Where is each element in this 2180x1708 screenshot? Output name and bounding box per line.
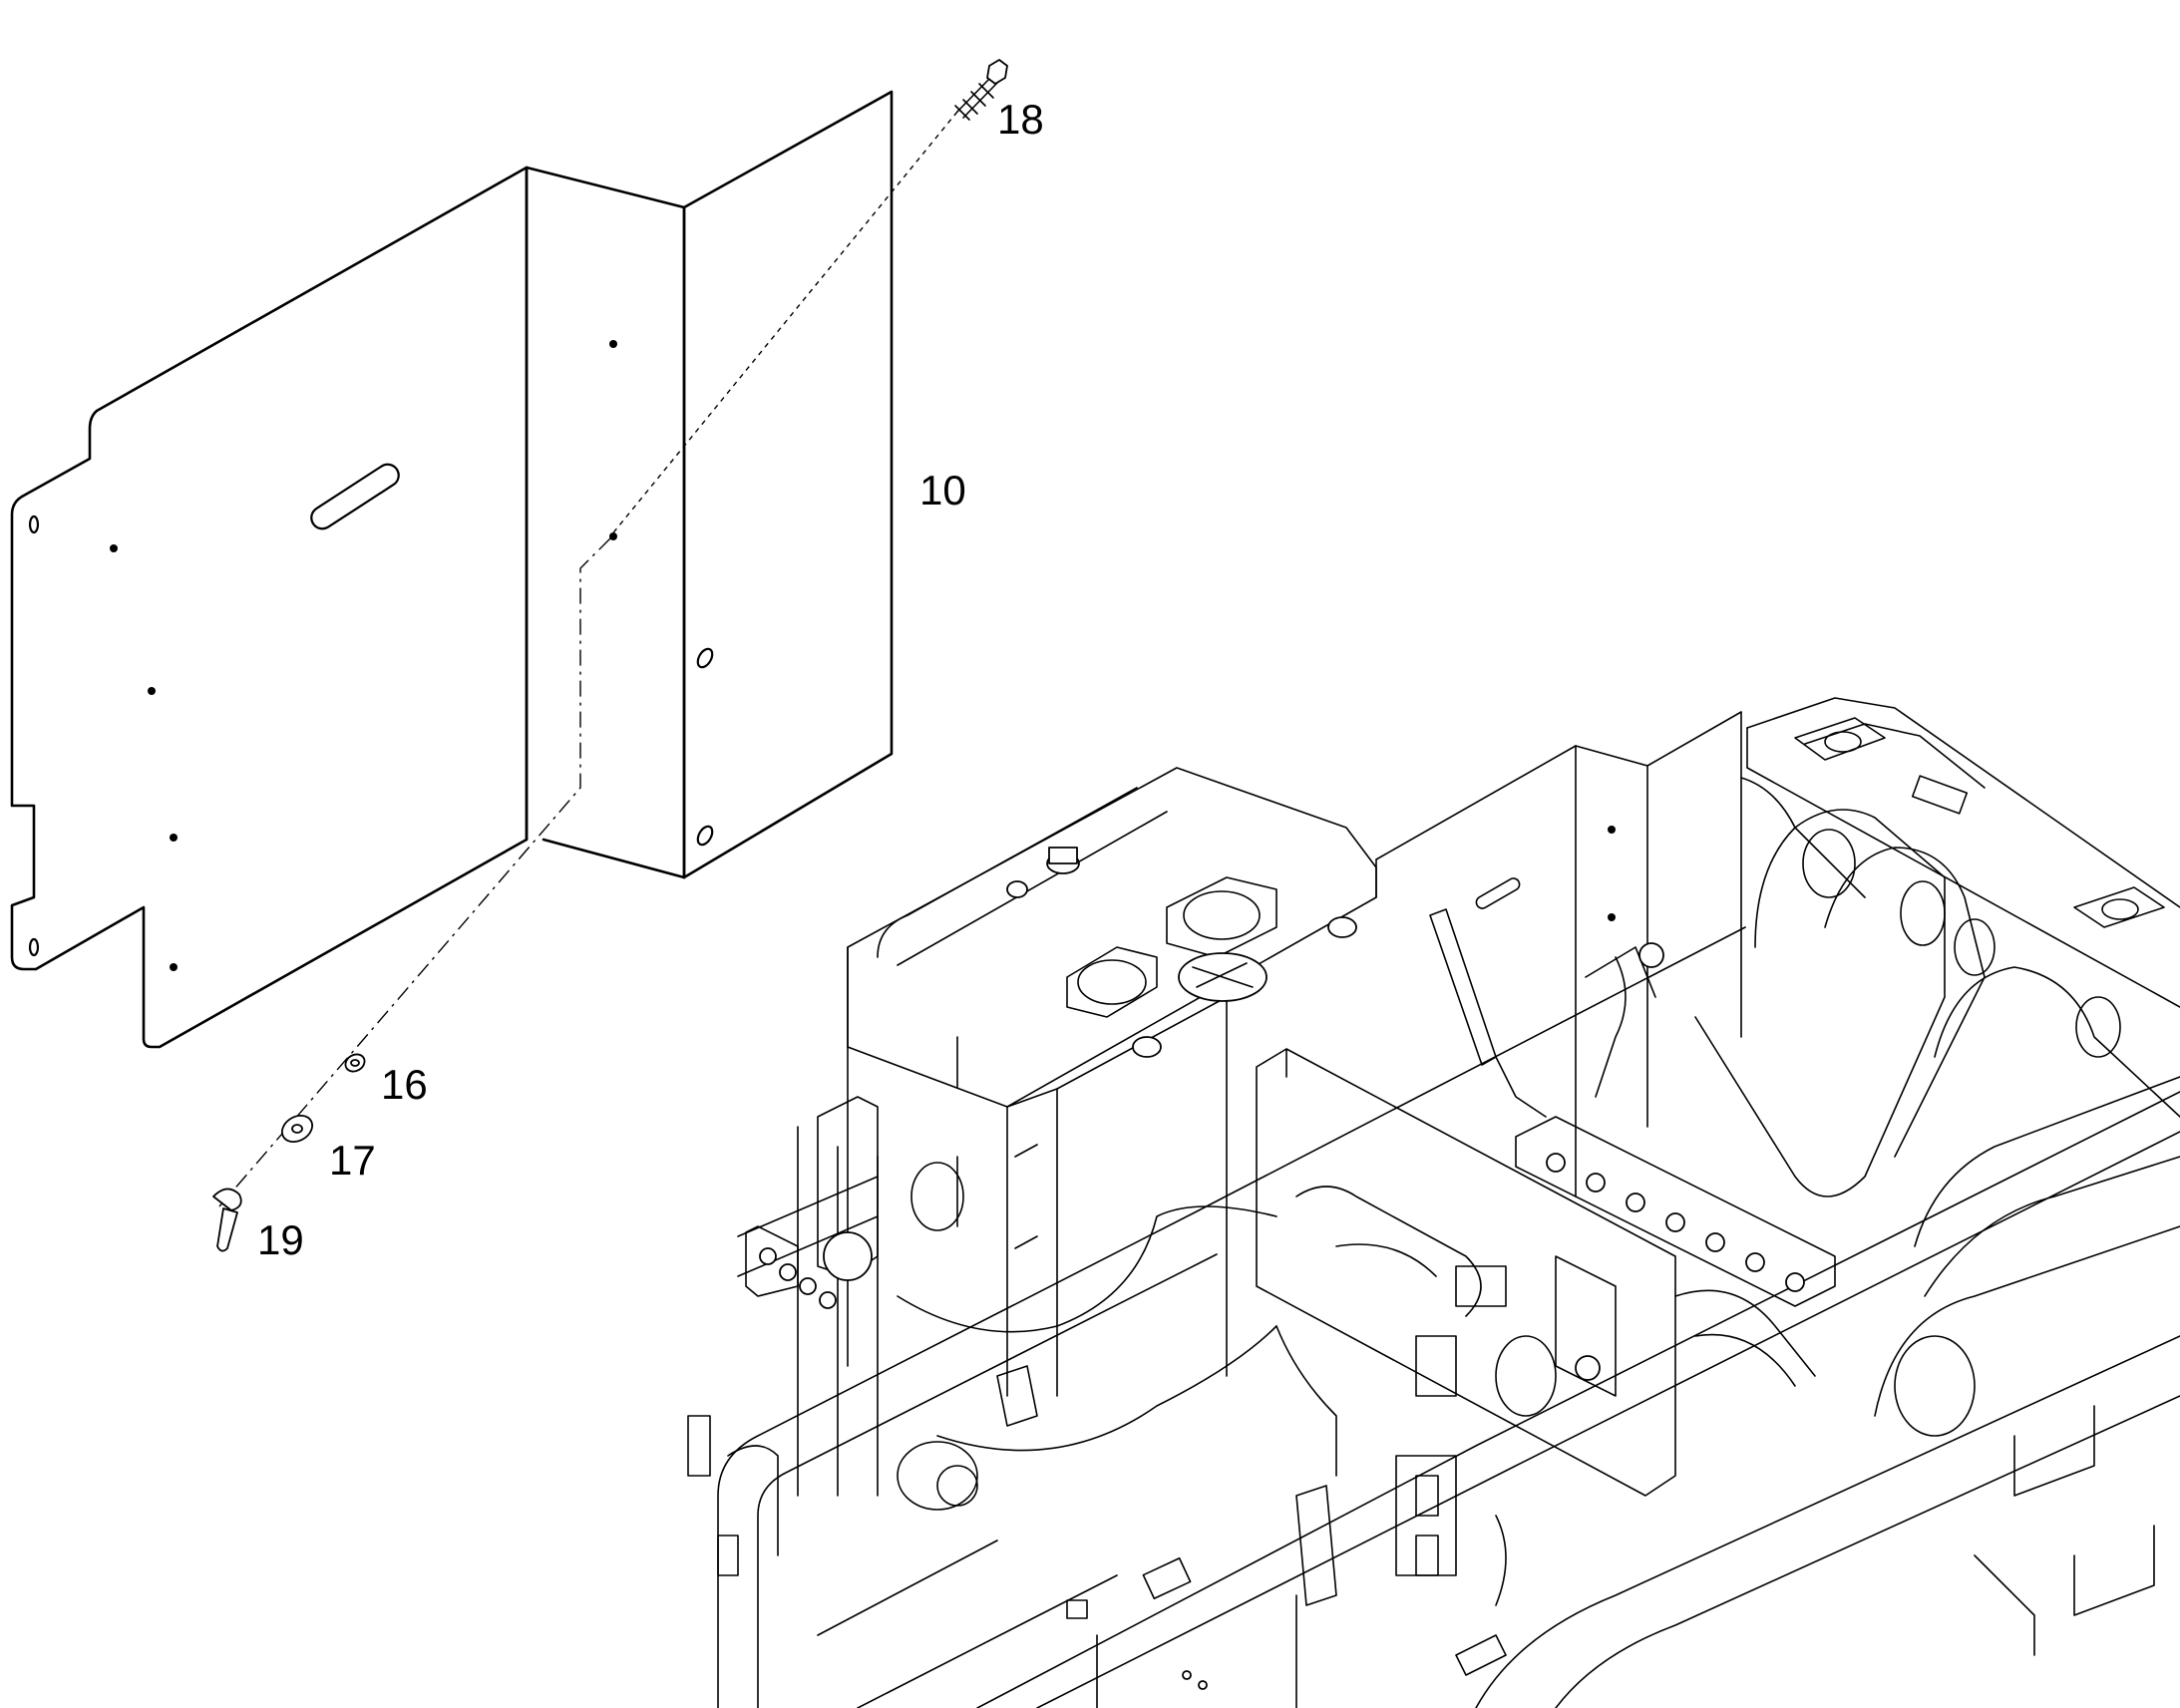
callout-16: 16 <box>381 1061 428 1108</box>
bolt-part-18 <box>954 59 1008 121</box>
wing-nut-part-19 <box>212 1188 242 1252</box>
callout-18: 18 <box>997 96 1044 143</box>
callout-19: 19 <box>257 1216 304 1263</box>
washer-part-16 <box>344 1053 366 1073</box>
machine-frame-assembly <box>687 697 2180 1708</box>
cover-panel-part-10 <box>10 90 958 1207</box>
panel-slot <box>310 463 400 530</box>
callout-10: 10 <box>919 467 966 513</box>
callout-17: 17 <box>329 1137 376 1184</box>
washer-part-17 <box>281 1114 313 1144</box>
